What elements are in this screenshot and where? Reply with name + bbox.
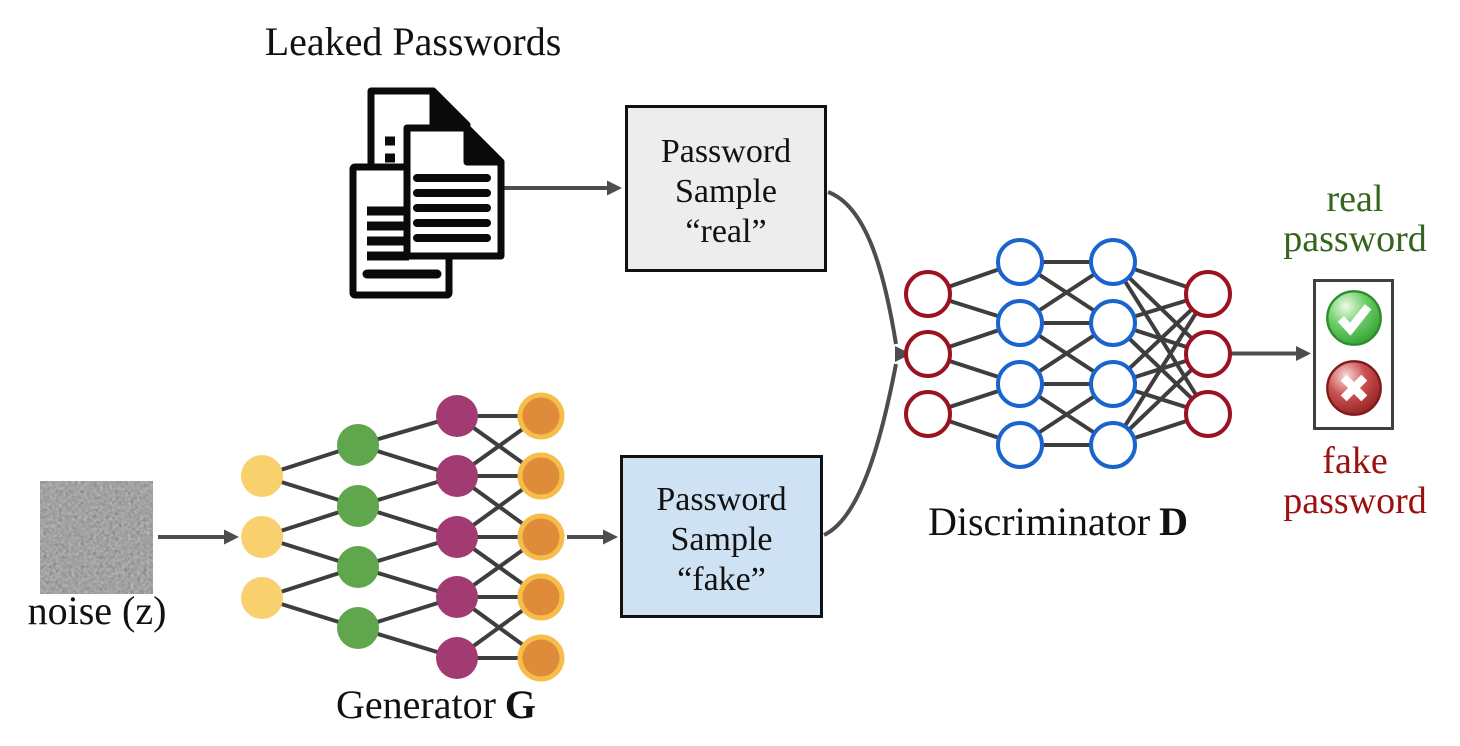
real-box-line2: Sample [675,173,777,210]
fake-password-label: fake password [1283,441,1427,521]
noise-label: noise (z) [27,588,167,633]
generator-symbol: G [504,682,537,727]
real-password-label: real password [1283,179,1427,259]
fake-password-line1: fake [1322,440,1388,482]
real-box-line3: “real” [685,213,767,250]
check-icon [1325,290,1382,346]
real-password-line2: password [1283,218,1427,260]
generator-network [241,392,565,682]
password-sample-real-box: Password Sample “real” [625,105,827,272]
result-box [1313,279,1394,430]
cross-icon [1325,360,1382,416]
fake-box-line1: Password [656,481,787,518]
noise-image [40,481,153,594]
real-box-line1: Password [660,133,792,170]
fake-box-line3: “fake” [677,561,766,598]
flow-arrows [158,180,1311,545]
generator-label-text: Generator [335,682,496,727]
discriminator-label-text: Discriminator [927,499,1151,544]
fake-box-line2: Sample [670,521,773,558]
fake-password-line2: password [1283,480,1427,522]
real-password-line1: real [1326,178,1384,220]
discriminator-network [904,238,1232,469]
discriminator-symbol: D [1159,499,1189,544]
leaked-passwords-title: Leaked Passwords [264,19,562,64]
documents-icon [349,87,505,299]
password-sample-fake-box: Password Sample “fake” [620,455,823,618]
